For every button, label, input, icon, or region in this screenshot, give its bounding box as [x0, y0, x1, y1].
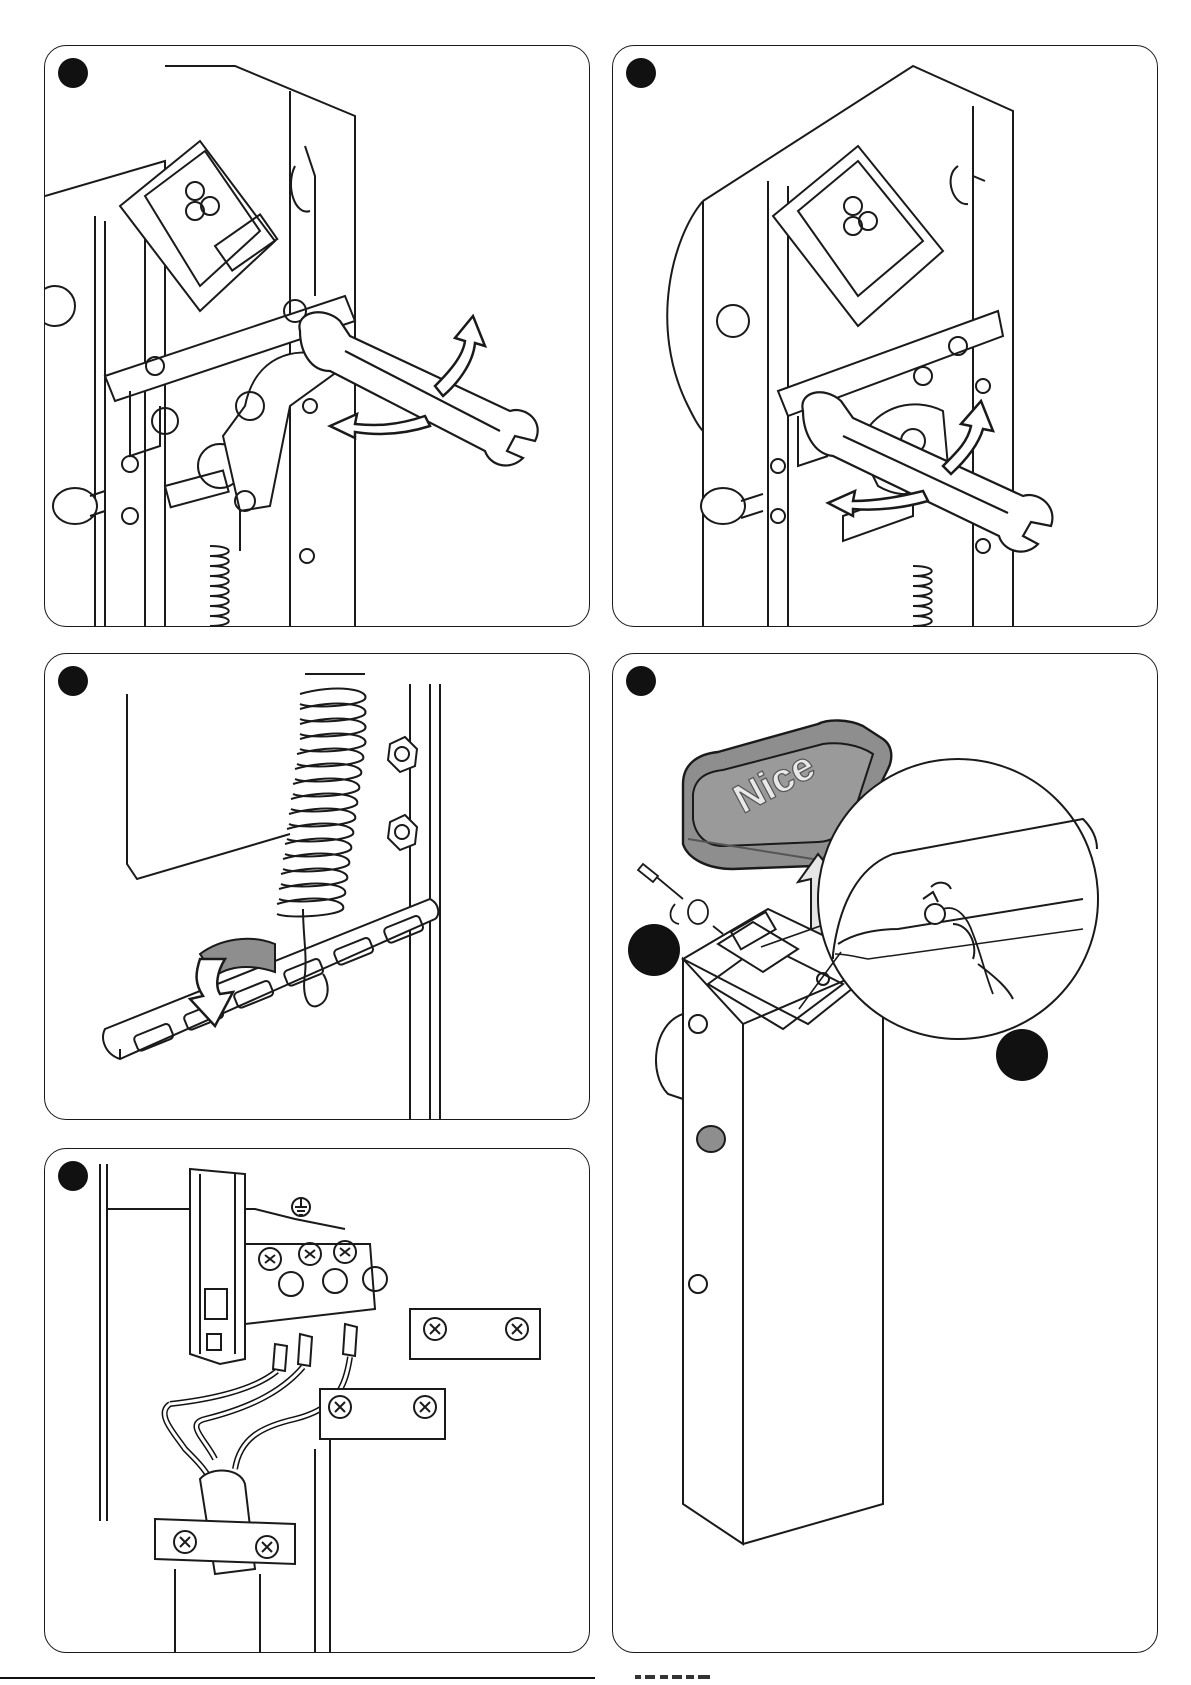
footer-marks	[630, 1672, 750, 1682]
wrench-illustration	[45, 46, 590, 627]
panel-terminal-wiring	[44, 1148, 590, 1653]
panel-wrench-lower	[612, 45, 1158, 627]
footer-rule	[0, 1677, 595, 1679]
ground-symbol-icon	[292, 1198, 310, 1216]
cover-illustration: Nice	[613, 654, 1158, 1653]
wrench-illustration	[613, 46, 1158, 627]
panel-cover-removal: Nice	[612, 653, 1158, 1653]
panel-wrench-upper	[44, 45, 590, 627]
rotate-arrow-icon	[943, 401, 993, 474]
wiring-illustration	[45, 1149, 590, 1653]
rotate-arrow-icon	[435, 316, 485, 396]
panel-spring-hook	[44, 653, 590, 1120]
spring-illustration	[45, 654, 590, 1120]
